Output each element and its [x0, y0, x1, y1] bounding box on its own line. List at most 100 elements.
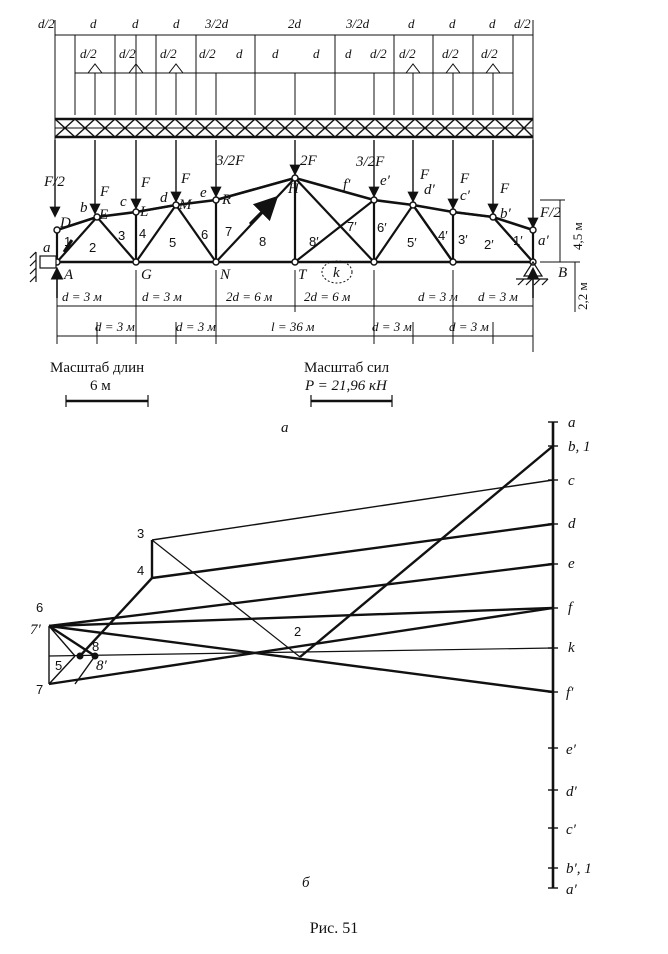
- force-scale: Масштаб сил P = 21,96 кН: [304, 360, 393, 407]
- dim-bot2-0: d = 3 м: [95, 319, 135, 334]
- space-labels-upper: a b c d e f′ e′ d′ c′ b′ a′: [43, 173, 550, 256]
- poly-label-a: a: [568, 415, 576, 431]
- joint-labels: D E L M R H A G N T B: [59, 181, 567, 283]
- bracing-diagonal: [274, 118, 296, 138]
- dim-top-6: 3/2d: [345, 16, 370, 31]
- dim-bot2-2: l = 36 м: [271, 319, 314, 334]
- truss-joint: [93, 213, 101, 221]
- bracing-diagonal: [134, 118, 156, 138]
- dim-sub-2: d/2: [160, 46, 177, 61]
- space-6-prime: 6′: [377, 220, 387, 235]
- truss-joint: [53, 226, 61, 234]
- truss-joint: [449, 208, 457, 216]
- dim-bot2-1: d = 3 м: [176, 319, 216, 334]
- load-label-0: F/2: [43, 174, 65, 190]
- truss-joint: [132, 208, 140, 216]
- dim-top-3: d: [173, 16, 180, 31]
- member-force-arrow: [248, 195, 279, 226]
- poly-label-7: 7: [36, 682, 43, 697]
- dim-sub-11: d/2: [481, 46, 498, 61]
- poly-label-b1-prime: b′, 1: [566, 861, 592, 877]
- poly-label-4: 4: [137, 563, 144, 578]
- right-dimension-lines: [540, 199, 580, 312]
- dim-top-10: d/2: [514, 16, 531, 31]
- length-scale-title: Масштаб длин: [50, 360, 144, 376]
- space-labels-inner: 1 2 3 4 5 6 7 8 8′ 7′ 6′ 5′ 4′ 3′ 2′ 1′ …: [64, 219, 523, 284]
- bracing-diagonal: [454, 118, 476, 138]
- joint-R: R: [221, 192, 231, 208]
- dim-bot2-3: d = 3 м: [372, 319, 412, 334]
- left-support: [29, 251, 57, 283]
- dim-top-5: 2d: [288, 16, 302, 31]
- force-scale-value: P = 21,96 кН: [304, 378, 388, 394]
- joint-H: H: [287, 181, 300, 197]
- truss-joint: [172, 201, 180, 209]
- poly-label-d-prime: d′: [566, 784, 578, 800]
- poly-label-2: 2: [294, 624, 301, 639]
- poly-label-8-prime: 8′: [96, 658, 108, 674]
- space-4: 4: [139, 226, 146, 241]
- poly-label-f: f: [568, 600, 574, 616]
- bracing-diagonal: [194, 118, 216, 138]
- dim-sub-1: d/2: [119, 46, 136, 61]
- poly-label-c: c: [568, 473, 575, 489]
- bracing-diagonal: [434, 118, 456, 138]
- bracing-diagonal: [174, 118, 196, 138]
- length-scale-value: 6 м: [90, 378, 111, 394]
- space-2-prime: 2′: [484, 237, 494, 252]
- space-d: d: [160, 190, 168, 206]
- dim-top-4: 3/2d: [204, 16, 229, 31]
- space-2: 2: [89, 240, 96, 255]
- load-label-6: 3/2F: [355, 154, 385, 170]
- bracing-diagonal: [414, 118, 436, 138]
- dim-sub-6: d: [313, 46, 320, 61]
- space-b: b: [80, 200, 88, 216]
- joint-E: E: [98, 207, 108, 223]
- space-a-prime: a′: [538, 233, 550, 249]
- bracing-diagonal: [254, 118, 276, 138]
- space-7-prime: 7′: [347, 219, 357, 234]
- load-label-5: 2F: [300, 153, 318, 169]
- poly-label-8: 8: [92, 639, 99, 654]
- load-arrows: [49, 140, 539, 229]
- truss-joint: [370, 196, 378, 204]
- load-label-1: F: [99, 184, 110, 200]
- load-label-10: F/2: [539, 205, 561, 221]
- truss-joint: [212, 258, 220, 266]
- space-7: 7: [225, 224, 232, 239]
- truss-joint: [449, 258, 457, 266]
- space-5: 5: [169, 235, 176, 250]
- dim-top-8: d: [449, 16, 456, 31]
- bracing-diagonal: [514, 118, 534, 138]
- dim-bot2-4: d = 3 м: [449, 319, 489, 334]
- joint-M: M: [178, 197, 193, 213]
- bracing-diagonal: [474, 118, 496, 138]
- poly-label-f-prime: f′: [566, 685, 574, 701]
- bracing-diagonal: [354, 118, 376, 138]
- space-e-prime: e′: [380, 173, 391, 189]
- truss-joint: [291, 174, 299, 182]
- space-1: 1: [64, 234, 71, 249]
- poly-label-c-prime: c′: [566, 822, 577, 838]
- dim-top-2: d: [132, 16, 139, 31]
- bracing-diagonal: [374, 118, 396, 138]
- bracing-diagonal: [214, 118, 236, 138]
- dim-sub-7: d: [345, 46, 352, 61]
- dim-top-0: d/2: [38, 16, 55, 31]
- dim-bot1-1: d = 3 м: [142, 289, 182, 304]
- roof-bracing-crosses: [54, 118, 534, 138]
- bracing-diagonal: [314, 118, 336, 138]
- poly-label-a-prime: a′: [566, 882, 578, 898]
- dim-bot1-5: d = 3 м: [478, 289, 518, 304]
- bracing-diagonal: [74, 118, 96, 138]
- load-label-7: F: [419, 167, 430, 183]
- dim-sub-3: d/2: [199, 46, 216, 61]
- bottom-dimension-lines: [56, 270, 534, 352]
- dim-right-1: 2,2 м: [575, 282, 590, 310]
- dim-sub-5: d: [272, 46, 279, 61]
- space-d-prime: d′: [424, 182, 436, 198]
- space-a: a: [43, 240, 51, 256]
- bracing-diagonal: [154, 118, 176, 138]
- truss-joint: [212, 196, 220, 204]
- bracing-diagonal: [494, 118, 516, 138]
